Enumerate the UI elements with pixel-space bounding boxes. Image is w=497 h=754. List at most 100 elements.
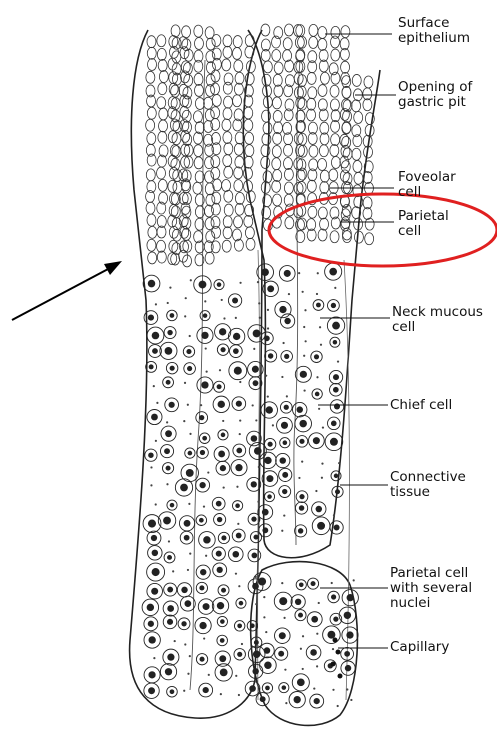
stipple-dot: [321, 477, 323, 479]
foveolar-cell: [233, 47, 242, 59]
stipple-dot: [222, 420, 224, 422]
stipple-dot: [331, 582, 333, 584]
cell-nucleus: [233, 348, 239, 354]
stipple-dot: [315, 490, 317, 492]
foveolar-cell: [272, 180, 281, 192]
label-connective-tissue: Connective tissue: [390, 470, 466, 500]
foveolar-cell: [224, 204, 233, 216]
foveolar-cell: [223, 132, 232, 144]
foveolar-cell: [262, 74, 271, 86]
cell-nucleus: [148, 621, 154, 627]
cell-nucleus: [334, 403, 340, 409]
stipple-dot: [305, 340, 307, 342]
cell-nucleus: [220, 638, 225, 643]
foveolar-cell: [320, 72, 329, 84]
foveolar-cell: [213, 179, 222, 191]
cell-nucleus: [199, 622, 206, 629]
foveolar-cell: [159, 108, 168, 120]
stipple-dot: [253, 348, 255, 350]
cell-nucleus: [233, 333, 240, 340]
foveolar-cell: [320, 170, 329, 182]
foveolar-cell: [342, 87, 351, 99]
cell-nucleus: [311, 616, 318, 623]
foveolar-cell: [193, 132, 202, 144]
foveolar-cell: [183, 255, 192, 267]
cell-nucleus: [284, 405, 289, 410]
stipple-dot: [286, 395, 288, 397]
foveolar-cell: [205, 171, 214, 183]
stipple-dot: [239, 433, 241, 435]
stipple-dot: [302, 668, 304, 670]
stipple-dot: [285, 702, 287, 704]
cell-nucleus: [218, 451, 225, 458]
stipple-dot: [257, 501, 259, 503]
stipple-dot: [321, 463, 323, 465]
cell-nucleus: [330, 438, 338, 446]
foveolar-cell: [211, 155, 220, 167]
capillary-blood-cell: [331, 662, 336, 667]
stipple-dot: [155, 303, 157, 305]
cell-nucleus: [169, 402, 175, 408]
foveolar-cell: [147, 47, 156, 59]
cell-nucleus: [221, 433, 226, 438]
stipple-dot: [189, 433, 191, 435]
cell-nucleus: [280, 457, 286, 463]
stipple-dot: [238, 585, 240, 587]
cell-nucleus: [185, 600, 192, 607]
cell-nucleus: [331, 594, 336, 599]
cell-nucleus: [203, 313, 208, 318]
cell-nucleus: [217, 282, 222, 287]
cell-nucleus: [300, 371, 307, 378]
stipple-dot: [257, 281, 259, 283]
cell-nucleus: [165, 430, 172, 437]
foveolar-cell: [307, 180, 316, 192]
cell-nucleus: [167, 330, 172, 335]
foveolar-cell: [309, 145, 318, 157]
foveolar-cell: [245, 227, 254, 239]
foveolar-cell: [272, 97, 281, 109]
stipple-dot: [206, 371, 208, 373]
stipple-dot: [166, 421, 168, 423]
foveolar-cell: [297, 181, 306, 193]
cell-nucleus: [299, 420, 306, 427]
stipple-dot: [298, 272, 300, 274]
foveolar-cell: [183, 121, 192, 133]
cell-nucleus: [180, 484, 188, 492]
stipple-dot: [205, 555, 207, 557]
foveolar-cell: [206, 38, 215, 50]
cell-nucleus: [239, 601, 244, 606]
foveolar-cell: [205, 252, 214, 264]
cell-nucleus: [284, 318, 290, 324]
stipple-dot: [316, 633, 318, 635]
foveolar-cell: [261, 156, 270, 168]
cell-nucleus: [151, 414, 158, 421]
foveolar-cell: [341, 161, 350, 173]
foveolar-cell: [330, 99, 339, 111]
stipple-dot: [239, 419, 241, 421]
foveolar-cell: [308, 87, 317, 99]
left-gland-outline: [130, 30, 269, 718]
cell-nucleus: [333, 340, 338, 345]
foveolar-cell: [284, 144, 293, 156]
foveolar-cell: [285, 60, 294, 72]
foveolar-cell: [223, 155, 232, 167]
stipple-dot: [207, 471, 209, 473]
stipple-dot: [189, 655, 191, 657]
cell-nucleus: [203, 603, 210, 610]
cell-nucleus: [334, 524, 340, 530]
cell-nucleus: [170, 366, 175, 371]
foveolar-cell: [194, 37, 203, 49]
foveolar-cell: [318, 38, 327, 50]
cell-nucleus: [148, 280, 156, 288]
cell-nucleus: [333, 387, 339, 393]
cell-nucleus: [264, 661, 271, 668]
cell-nucleus: [232, 297, 238, 303]
cell-nucleus: [251, 516, 256, 521]
cell-nucleus: [237, 652, 242, 657]
foveolar-cell: [147, 214, 156, 226]
stipple-dot: [239, 282, 241, 284]
cell-nucleus: [216, 501, 222, 507]
cell-nucleus: [148, 671, 155, 678]
foveolar-cell: [212, 192, 221, 204]
cell-nucleus: [299, 439, 304, 444]
